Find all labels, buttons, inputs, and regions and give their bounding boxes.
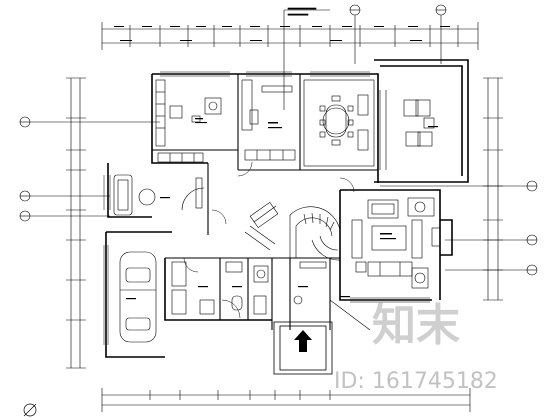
exterior-walls — [105, 59, 469, 358]
top-dimension-lines — [101, 22, 479, 50]
top-dimension-ticks — [114, 26, 450, 41]
compass-marker — [23, 403, 37, 417]
room-two-labels — [268, 122, 282, 129]
left-dimension-lines — [66, 77, 86, 369]
watermark-brand: 知末 — [372, 300, 460, 351]
garage-car — [119, 251, 157, 343]
door-swings — [183, 161, 355, 319]
bathroom-fixtures — [171, 261, 327, 315]
porch-fixtures — [113, 174, 205, 216]
right-callout-markers — [329, 180, 538, 331]
room-label-marks — [126, 118, 438, 300]
interior-walls — [152, 74, 378, 330]
living-room-labels — [380, 233, 396, 240]
dining-room-fixtures — [303, 79, 375, 167]
sunroom-fixtures — [379, 90, 435, 170]
bottom-dimension-lines — [101, 388, 471, 412]
windows — [103, 71, 430, 345]
watermark-id: ID: 161745182 — [334, 369, 498, 394]
top-callout-markers — [283, 4, 447, 110]
entrance-porch — [273, 321, 333, 375]
kitchen-fixtures — [155, 79, 222, 163]
right-dimension-lines — [483, 77, 503, 301]
living-room-fixtures — [351, 197, 441, 289]
left-callout-markers — [19, 116, 160, 222]
watermark-logo: 知末 ID: 161745182 — [334, 300, 498, 394]
room-two-fixtures — [241, 79, 296, 161]
staircase — [244, 201, 341, 261]
entrance-arrow-icon — [294, 330, 312, 352]
